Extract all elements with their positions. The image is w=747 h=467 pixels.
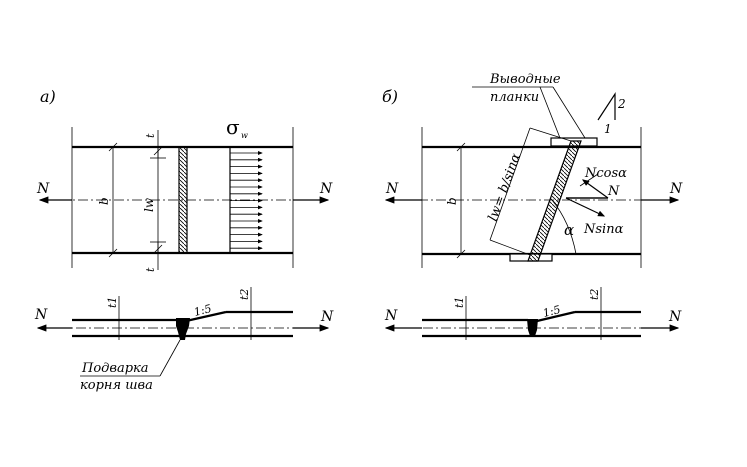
section-b-force-left-label: N <box>384 308 398 324</box>
section-a-force-right-label: N <box>320 309 334 325</box>
force-a-left-label: N <box>36 181 50 197</box>
ncos-leader <box>579 173 599 187</box>
dim-lw-b-line <box>489 127 531 241</box>
ratio-2-label: 2 <box>617 97 626 111</box>
tabs-leader-2 <box>552 86 586 139</box>
note-a-line1: Подварка <box>81 361 149 376</box>
slope-a-label: 1:5 <box>193 302 213 319</box>
dim-lw-b-ext-top <box>529 127 572 142</box>
ncos-label: Ncosα <box>584 166 627 181</box>
panel-a-section: N N t1 t2 1:5 Подварка корня шва <box>34 287 334 393</box>
dim-t-a-bottom-label: t <box>144 267 157 272</box>
force-b-right-label: N <box>669 181 683 197</box>
slope-b-label: 1:5 <box>542 303 562 320</box>
section-a-force-left-label: N <box>34 307 48 323</box>
panel-b: б) Выводные планки 2 1 N N b <box>382 72 683 268</box>
force-b-left-label: N <box>385 181 399 197</box>
force-a-right-label: N <box>319 181 333 197</box>
ratio-triangle <box>597 91 616 121</box>
oblique-weld-seam <box>527 140 582 262</box>
dim-b-a-label: b <box>97 197 111 205</box>
dim-b-b-label: b <box>445 197 459 205</box>
weld-seam-a <box>178 146 188 254</box>
alpha-arc <box>551 199 577 255</box>
dim-t1-b-label: t1 <box>453 297 466 308</box>
panel-b-label: б) <box>382 87 398 106</box>
section-b-top-slope <box>536 310 576 323</box>
stress-arrows <box>230 151 263 251</box>
note-a-leader <box>159 339 181 377</box>
weld-b-section <box>527 319 538 336</box>
dim-t-a-top-label: t <box>144 133 157 138</box>
lw-formula-label: lw= b/sinα <box>486 151 524 223</box>
ncos-vector <box>582 179 609 199</box>
ratio-1-label: 1 <box>604 122 612 136</box>
sigma-subscript: w <box>241 131 248 140</box>
n-center-label: N <box>607 184 620 199</box>
nsin-label: Nsinα <box>583 222 624 237</box>
tabs-label-line2: планки <box>490 90 539 105</box>
tabs-leader-1 <box>539 86 561 139</box>
weld-root-a <box>176 318 190 340</box>
dim-b-a-tick-bottom <box>108 248 118 258</box>
dim-b-a-tick-top <box>108 142 118 152</box>
tabs-label-line1: Выводные <box>489 72 561 87</box>
alpha-label: α <box>564 221 574 239</box>
section-b-force-right-label: N <box>668 309 682 325</box>
panel-a-label: а) <box>40 87 56 106</box>
nsin-vector <box>565 197 606 217</box>
panel-b-section: N N t1 t2 1:5 <box>384 287 682 340</box>
section-a-top-slope <box>185 310 227 323</box>
dim-t1-a-label: t1 <box>106 297 119 308</box>
note-a-line2: корня шва <box>80 378 153 393</box>
dim-lw-b-ext-bottom <box>489 239 531 256</box>
dim-t2-a-label: t2 <box>238 289 251 300</box>
panel-a: а) N N b lw t t σ w <box>36 87 333 272</box>
dim-b-b-tick-top <box>456 142 466 152</box>
sigma-symbol: σ <box>226 115 240 139</box>
dim-b-b-tick-bottom <box>456 249 466 259</box>
dim-t2-b-label: t2 <box>588 289 601 300</box>
dim-lw-a-label: lw <box>142 197 156 212</box>
